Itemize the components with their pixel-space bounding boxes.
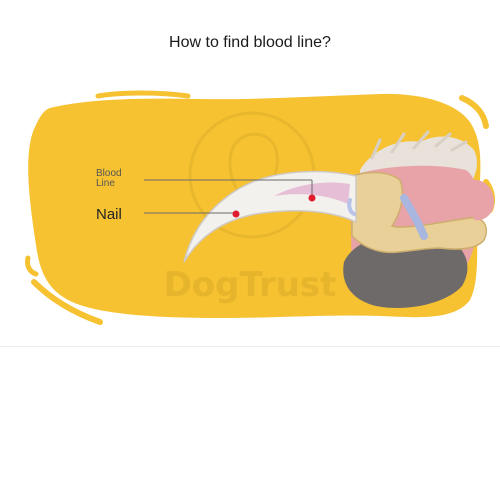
blood-line-label-2: Line xyxy=(96,178,115,189)
page-title: How to find blood line? xyxy=(169,34,331,51)
vessel xyxy=(347,198,356,216)
nail-marker xyxy=(232,210,240,218)
blob-accent-left-2 xyxy=(31,279,103,325)
toe-pad xyxy=(343,233,468,308)
fur-strands xyxy=(370,130,468,160)
toe-bone xyxy=(351,171,488,254)
blood-line-label-1: Blood xyxy=(96,168,122,179)
nail-label: Nail xyxy=(96,206,122,223)
blob-accent-top xyxy=(95,90,191,99)
divider xyxy=(0,346,500,347)
watermark-text: DogTrust xyxy=(164,265,337,305)
blob-accent-left-1 xyxy=(25,255,39,277)
bone-end xyxy=(470,179,494,221)
blood-line-marker xyxy=(308,194,316,202)
bone-joint xyxy=(400,194,428,240)
blob-accent-right xyxy=(459,95,489,129)
